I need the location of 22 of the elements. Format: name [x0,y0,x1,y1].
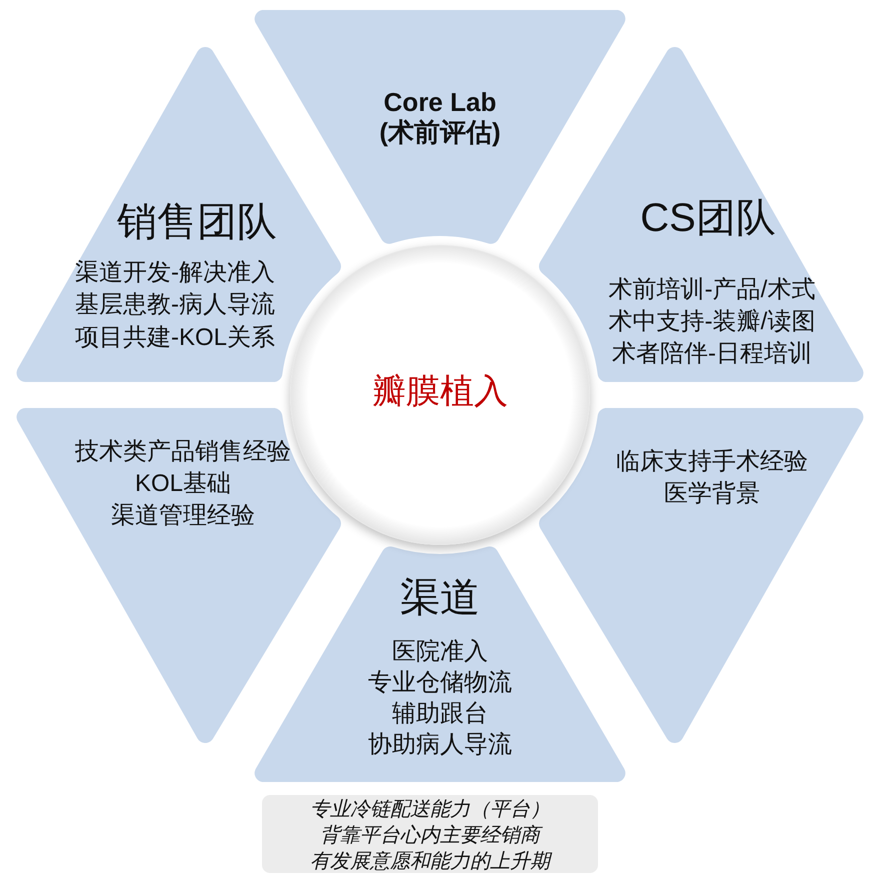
note-text: 有发展意愿和能力的上升期 [310,850,550,874]
body-text: 辅助跟台 [392,700,488,728]
body-text: KOL基础 [134,470,232,498]
body-text: 医院准入 [392,638,488,666]
body-text: 医学背景 [664,480,760,508]
heading: 销售团队 [117,199,277,245]
body-text: 临床支持手术经验 [616,448,808,476]
note-text: 专业冷链配送能力（平台） [310,798,550,822]
heading: CS团队 [640,195,776,241]
body-text: 渠道管理经验 [111,502,255,530]
body-text: 术者陪伴-日程培训 [612,340,812,368]
heading: 渠道 [400,575,480,621]
heading: Core Lab (术前评估) [378,88,502,148]
body-text: 项目共建-KOL关系 [75,324,275,352]
body-text: 术中支持-装瓣/读图 [608,308,816,336]
body-text: 技术类产品销售经验 [75,438,291,466]
center-label: 瓣膜植入 [372,372,508,412]
body-text: 术前培训-产品/术式 [608,276,816,304]
body-text: 渠道开发-解决准入 [75,259,275,287]
body-text: 基层患教-病人导流 [75,291,275,319]
body-text: 专业仓储物流 [368,669,512,697]
body-text: 协助病人导流 [368,731,512,759]
